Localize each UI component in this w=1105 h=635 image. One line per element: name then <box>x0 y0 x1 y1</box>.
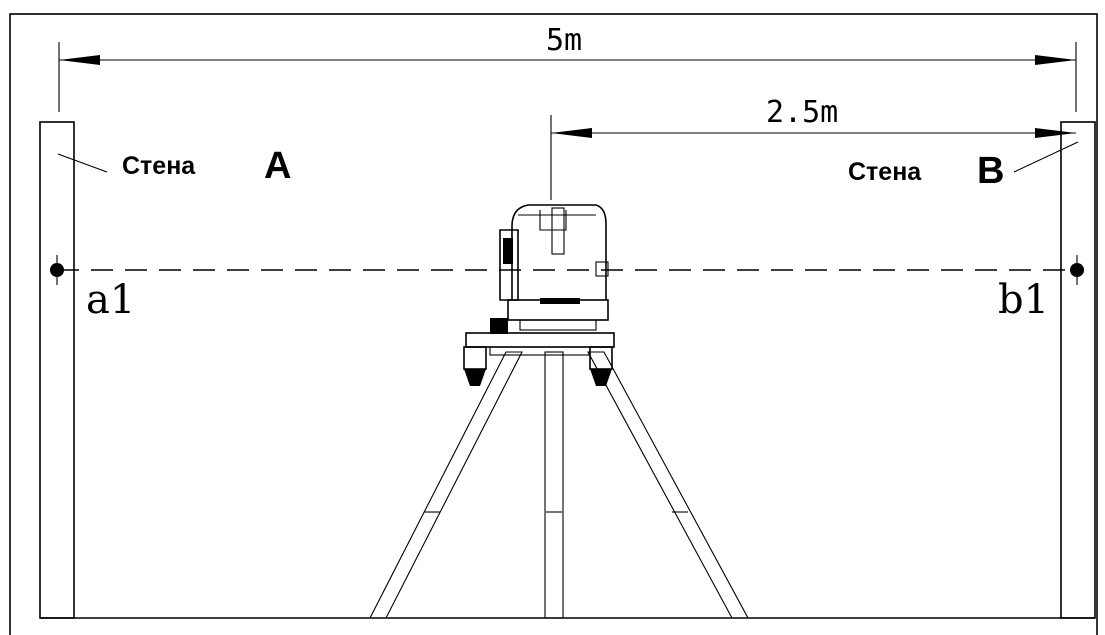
half-distance-dimension <box>550 115 1076 200</box>
total-distance-label: 5m <box>546 23 582 58</box>
point-a1-marker <box>50 255 64 285</box>
wall-a <box>39 121 75 619</box>
total-distance-dimension <box>58 42 1077 112</box>
wall-a-word: Стена <box>122 152 196 180</box>
point-a1-label: a1 <box>86 277 135 323</box>
wall-a-letter: A <box>264 145 291 187</box>
wall-b-leader <box>1013 141 1079 173</box>
wall-b <box>1060 121 1096 619</box>
point-b1-label: b1 <box>998 277 1049 323</box>
wall-a-leader <box>57 153 108 173</box>
tripod <box>369 318 749 619</box>
wall-b-word: Стена <box>848 158 922 186</box>
laser-level-device <box>499 204 609 331</box>
half-distance-label: 2.5m <box>766 95 838 130</box>
wall-b-letter: B <box>977 150 1004 192</box>
point-b1-marker <box>1070 255 1084 285</box>
diagram-frame <box>9 13 1098 635</box>
